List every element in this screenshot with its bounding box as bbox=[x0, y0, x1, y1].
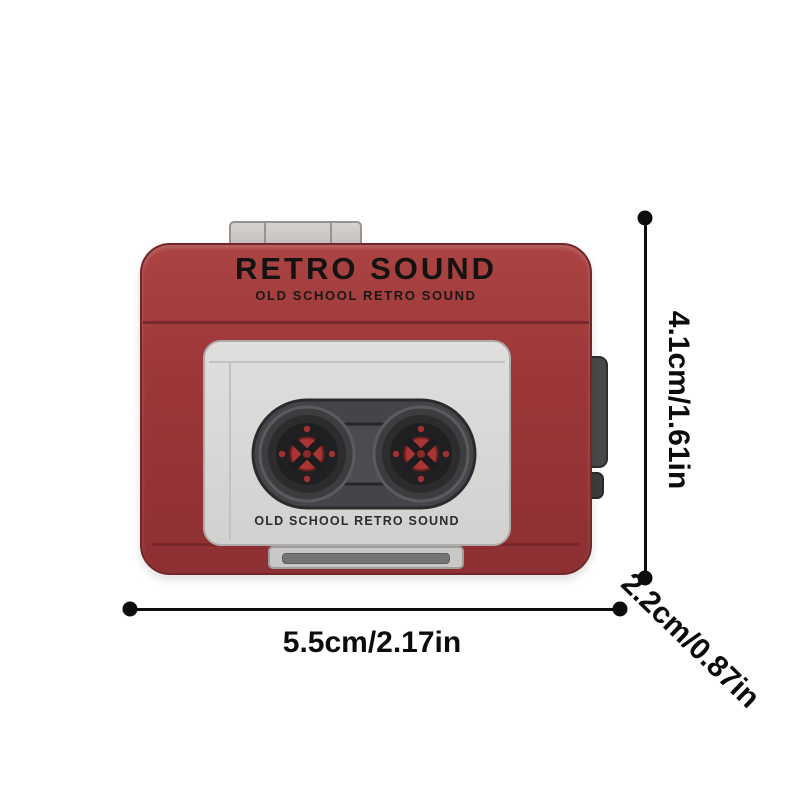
dimension-endpoint-dot bbox=[122, 601, 138, 617]
cassette-reel-left-icon bbox=[258, 405, 356, 503]
tab-divider bbox=[264, 223, 266, 245]
eject-slot bbox=[268, 546, 464, 569]
height-dimension-line bbox=[644, 218, 647, 578]
device-subtitle: OLD SCHOOL RETRO SOUND bbox=[255, 288, 477, 303]
width-dimension-label: 5.5cm/2.17in bbox=[282, 626, 462, 659]
dimension-endpoint-dot bbox=[612, 601, 628, 617]
body-seam-top bbox=[143, 321, 589, 324]
cassette-label: OLD SCHOOL RETRO SOUND bbox=[254, 514, 460, 528]
cassette-reel-right-icon bbox=[372, 405, 470, 503]
dimension-endpoint-dot bbox=[637, 210, 653, 226]
tab-divider bbox=[330, 223, 332, 245]
device-top-tabs bbox=[229, 221, 362, 245]
width-dimension-line bbox=[130, 608, 620, 611]
height-dimension-label: 4.1cm/1.61in bbox=[662, 310, 695, 490]
eject-slot-groove bbox=[282, 553, 450, 564]
device-title: RETRO SOUND bbox=[234, 251, 498, 286]
cassette-window-graphic bbox=[209, 361, 505, 540]
dimension-endpoint-dot bbox=[637, 570, 653, 586]
